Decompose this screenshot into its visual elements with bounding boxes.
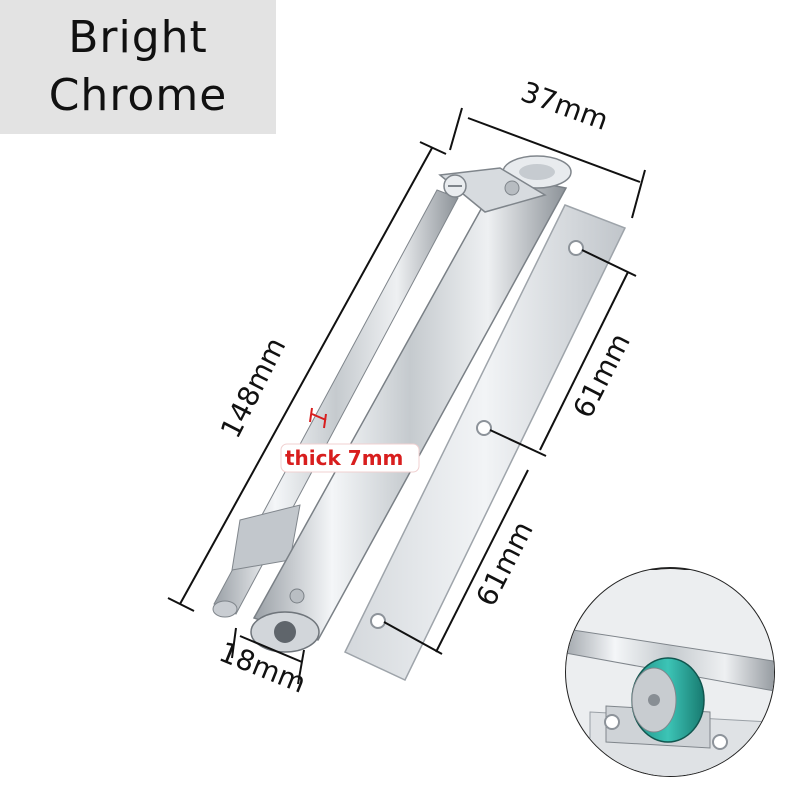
screw-hole-bottom [370, 613, 386, 629]
top-clamp [438, 167, 547, 213]
thickness-callout: thick 7mm [280, 407, 420, 473]
finish-label-line1: Bright [68, 12, 208, 63]
thickness-text: thick 7mm [285, 446, 403, 470]
screw-hole-middle [476, 420, 492, 436]
finish-label-box: Bright Chrome [0, 0, 276, 134]
dimension-length-text: 148mm [214, 332, 292, 443]
finish-label-line2: Chrome [48, 70, 228, 121]
screw-hole-top [568, 240, 584, 256]
roller-detail-inset [565, 567, 775, 777]
mounting-plate [343, 204, 627, 681]
thickness-bg [280, 443, 420, 473]
dimension-width-text: 37mm [517, 75, 613, 137]
